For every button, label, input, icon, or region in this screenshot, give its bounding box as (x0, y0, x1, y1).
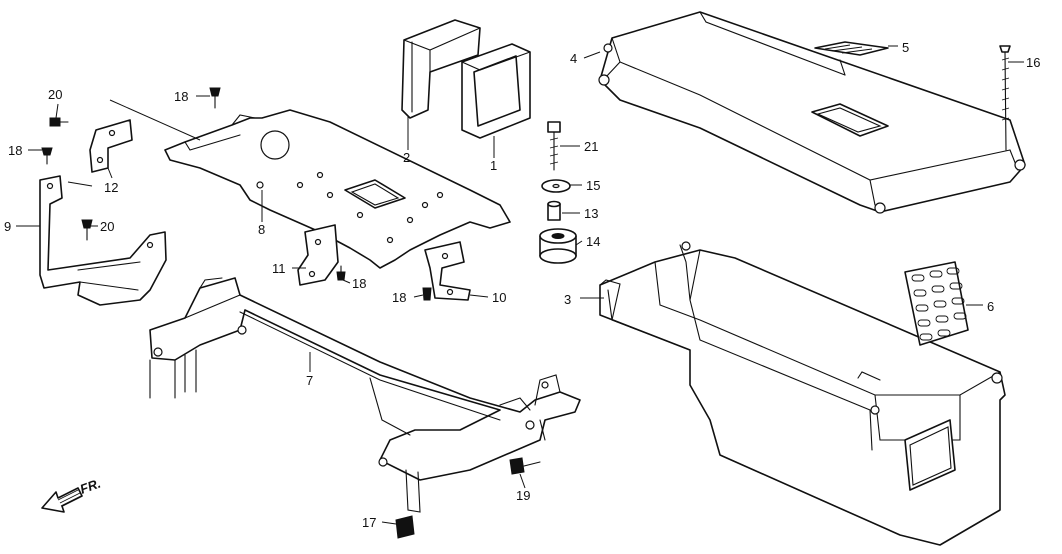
callout-13: 13 (584, 206, 598, 221)
callout-18-a: 18 (174, 89, 188, 104)
callout-4: 4 (570, 51, 577, 66)
bracket-11 (297, 224, 339, 286)
lower-case (599, 241, 1006, 546)
grommet-14 (539, 228, 577, 264)
callout-18-c: 18 (352, 276, 366, 291)
long-screw (999, 45, 1011, 151)
callout-14: 14 (586, 234, 600, 249)
callout-17: 17 (362, 515, 376, 530)
callout-19: 19 (516, 488, 530, 503)
front-direction-arrow: FR. (41, 476, 103, 513)
direction-label: FR. (78, 476, 103, 497)
screw-18-a (209, 87, 221, 109)
terminal-block (904, 261, 969, 346)
callout-10: 10 (492, 290, 506, 305)
bolt-19 (509, 457, 541, 475)
screw-20-b (81, 219, 93, 241)
callout-11: 11 (272, 261, 286, 276)
leader-lines (16, 45, 1024, 525)
callout-7: 7 (306, 373, 313, 388)
callout-6: 6 (987, 299, 994, 314)
clip-17 (395, 515, 415, 539)
bolt-21 (547, 121, 561, 171)
mounting-plate (164, 109, 511, 269)
callout-9: 9 (4, 219, 11, 234)
main-frame (149, 277, 581, 513)
callout-5: 5 (902, 40, 909, 55)
callout-2: 2 (403, 150, 410, 165)
callout-3: 3 (564, 292, 571, 307)
label-plate (814, 41, 889, 56)
callout-15: 15 (586, 178, 600, 193)
bracket-9 (39, 175, 167, 306)
callout-1: 1 (490, 158, 497, 173)
screw-18-b (41, 147, 53, 165)
rubber-boot-1 (461, 43, 531, 139)
screw-20-a (49, 117, 69, 127)
callout-16: 16 (1026, 55, 1040, 70)
bracket-12 (89, 119, 133, 173)
callout-12: 12 (104, 180, 118, 195)
callout-18-d: 18 (392, 290, 406, 305)
screw-18-c (336, 265, 346, 281)
callout-18-b: 18 (8, 143, 22, 158)
callouts: 1 2 3 4 5 6 7 8 9 10 11 12 13 14 15 16 1… (4, 40, 1040, 530)
cover-lid (598, 11, 1026, 214)
callout-20-b: 20 (100, 219, 114, 234)
washer-15 (541, 179, 571, 193)
callout-21: 21 (584, 139, 598, 154)
rubber-boot-2 (401, 19, 481, 119)
callout-20-a: 20 (48, 87, 62, 102)
collar-13 (547, 200, 561, 221)
bracket-10 (424, 241, 471, 301)
screw-18-d (422, 287, 432, 301)
callout-8: 8 (258, 222, 265, 237)
